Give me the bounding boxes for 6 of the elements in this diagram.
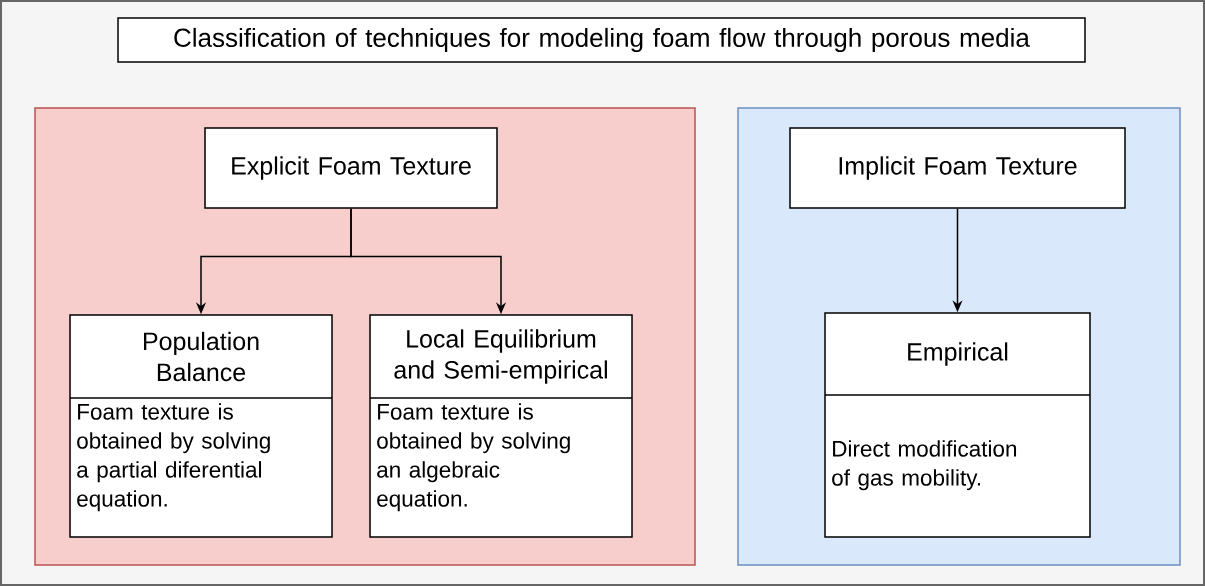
category-box: Explicit Foam Texture bbox=[204, 127, 498, 209]
method-box: Empirical Direct modification of gas mobility. bbox=[824, 312, 1091, 538]
category-box: Implicit Foam Texture bbox=[789, 127, 1126, 209]
method-box: Local Equilibrium and Semi-empirical Foam texture is obtained by solving an algebraic equation. bbox=[369, 314, 633, 538]
title-box: Classification of techniques for modeling foam flow through porous media bbox=[117, 17, 1086, 63]
method-box: Population Balance Foam texture is obtained by solving a partial diferential equation. bbox=[69, 314, 333, 538]
